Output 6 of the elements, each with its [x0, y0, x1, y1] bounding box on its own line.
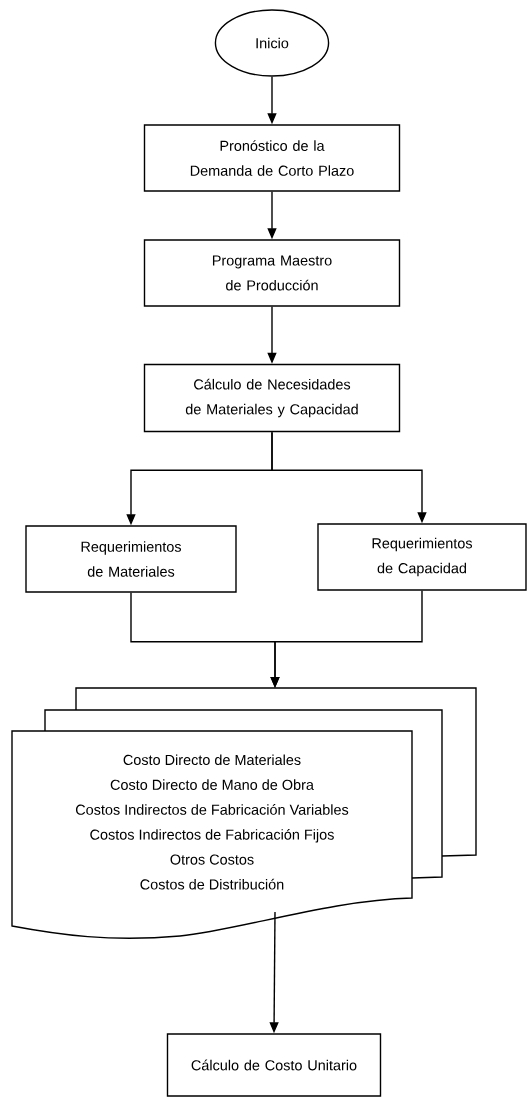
process-box: Pronóstico de la Demanda de Corto Plazo [143, 124, 401, 192]
process-box: Cálculo de Costo Unitario [166, 1033, 382, 1097]
process-box: Cálculo de Necesidades de Materiales y Capacidad [143, 363, 401, 433]
process-box: Programa Maestro de Producción [143, 239, 401, 307]
process-box: Requerimientos de Capacidad [317, 523, 527, 591]
process-box: Requerimientos de Materiales [25, 525, 237, 593]
